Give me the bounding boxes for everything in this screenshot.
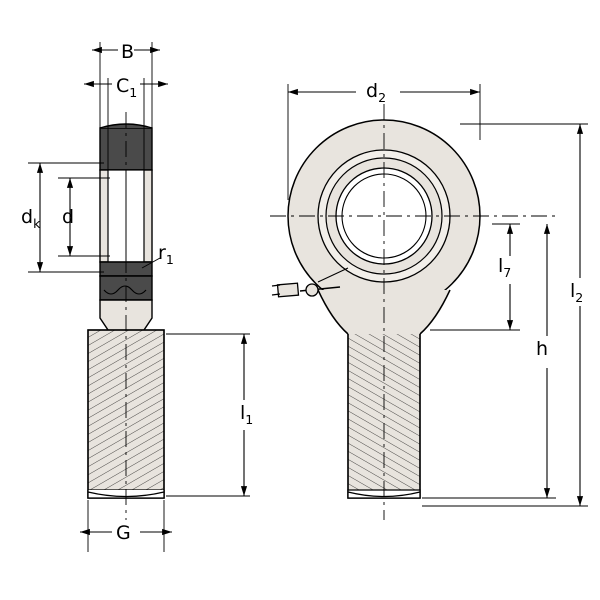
front-view-bore [341,173,427,259]
dimension-l2 [422,123,588,507]
dimension-label-l7: l7 [498,255,512,280]
dimension-label-C1: C1 [116,75,138,100]
dimension-l1 [166,333,250,497]
dimension-d [58,177,110,257]
dimension-label-d2: d2 [366,80,387,105]
dimension-r1 [141,257,161,269]
dimension-B [92,42,160,130]
dimension-l7 [430,223,520,331]
dimension-label-G: G [116,522,131,544]
dimension-G [80,500,172,552]
dimension-label-dk: dk [21,206,41,231]
grease-nipple [271,267,349,298]
side-view [28,42,250,552]
dimension-label-B: B [121,41,135,63]
front-view [270,84,588,520]
dimension-label-l1: l1 [240,402,254,427]
dimension-label-h: h [536,338,549,360]
dimension-label-d: d [62,206,75,228]
dimension-h [422,224,556,499]
dimension-label-r1: r1 [158,242,174,267]
dimension-dk [28,162,104,273]
dimension-C1 [84,78,168,172]
dimension-d2 [287,84,481,200]
dimension-label-l2: l2 [570,280,584,305]
